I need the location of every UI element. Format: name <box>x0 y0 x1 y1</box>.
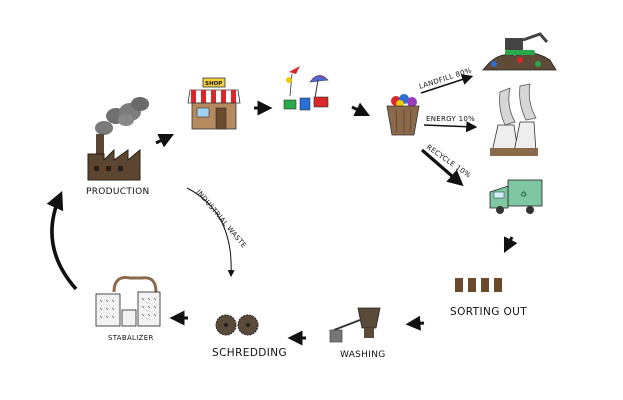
washing-machine-icon <box>329 307 381 343</box>
stabilizer-icon <box>95 276 161 327</box>
sorting-out-label: SORTING OUT <box>450 306 527 318</box>
arrow-products-to-bin <box>351 102 371 117</box>
stabilizer-label: STABALIZER <box>108 334 154 342</box>
arrow-stabilizer-to-production <box>46 191 78 291</box>
arrow-to-recycle <box>420 148 464 187</box>
landfill-icon <box>482 32 557 71</box>
shop-sign: SHOP <box>205 81 222 87</box>
arrow-sorting-to-washing <box>405 315 425 331</box>
production-label: PRODUCTION <box>86 187 150 197</box>
factory-icon <box>87 97 149 181</box>
products-icon <box>283 66 329 111</box>
recycling-truck-icon: ♻ <box>489 179 543 214</box>
washing-label: WASHING <box>340 350 386 360</box>
shredding-label: SCHREDDING <box>212 347 287 359</box>
industrial-waste-label: INDUSTRIAL WASTE <box>194 188 247 250</box>
arrow-truck-to-sorting <box>503 236 518 254</box>
arrow-production-to-shop <box>155 133 175 148</box>
energy-label: ENERGY 10% <box>426 115 475 123</box>
sorting-bins-icon <box>455 278 502 292</box>
shop-icon <box>187 77 241 130</box>
arrow-to-landfill <box>420 74 474 94</box>
bin-icon <box>386 94 420 136</box>
arrow-industrial-waste <box>186 187 235 278</box>
arrow-to-energy <box>423 121 478 133</box>
power-plant-icon <box>490 83 538 156</box>
svg-text:♻: ♻ <box>520 190 527 199</box>
shredder-icon <box>215 314 259 336</box>
